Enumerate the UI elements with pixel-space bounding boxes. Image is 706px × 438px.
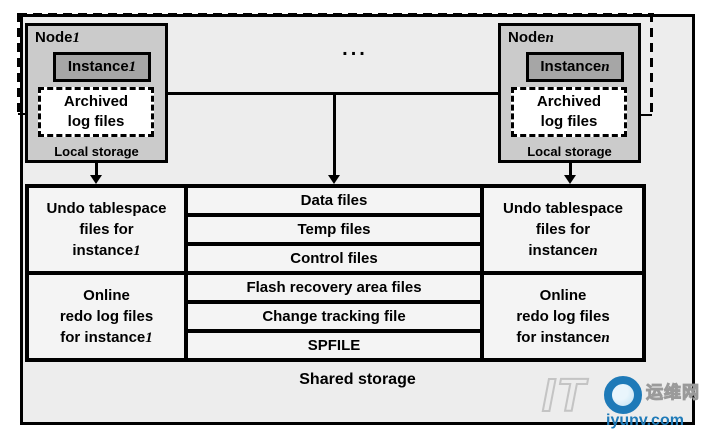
center-connector-line (333, 92, 336, 177)
noden-connector-line (569, 163, 572, 177)
node1-instance-box: Instance1 (53, 52, 151, 82)
arrowhead-center-down (328, 175, 340, 184)
control-files-cell: Control files (188, 246, 480, 271)
dashed-stub-right (634, 114, 652, 116)
flash-recovery-area-files-cell: Flash recovery area files (188, 275, 480, 300)
noden-archived-log-files-box: Archived log files (511, 87, 627, 137)
node1-box: Node1 Instance1 Archived log files Local… (25, 23, 168, 163)
noden-instance-box: Instancen (526, 52, 624, 82)
dashed-connector-top (18, 13, 654, 16)
shared-storage-table: Undo tablespace files for instance1 Data… (25, 184, 646, 362)
online-redo-instancen-cell: Online redo log files for instancen (484, 275, 642, 358)
node1-label: Node1 (35, 29, 80, 46)
noden-local-storage-label: Local storage (527, 144, 612, 159)
data-files-cell: Data files (188, 188, 480, 213)
node1-connector-line (95, 163, 98, 177)
more-nodes-ellipsis: ... (342, 38, 368, 60)
shared-storage-label: Shared storage (299, 371, 416, 388)
undo-tablespace-instance1-cell: Undo tablespace files for instance1 (29, 188, 184, 271)
temp-files-cell: Temp files (188, 217, 480, 242)
dashed-connector-right (650, 13, 653, 117)
arrowhead-noden-down (564, 175, 576, 184)
interconnect-line (167, 92, 498, 95)
watermark: IT 运维网 iyunv.com (540, 366, 706, 438)
online-redo-instance1-cell: Online redo log files for instance1 (29, 275, 184, 358)
dashed-connector-left (17, 13, 20, 114)
noden-box: Noden Instancen Archived log files Local… (498, 23, 641, 163)
node1-archived-log-files-box: Archived log files (38, 87, 154, 137)
watermark-site-url: iyunv.com (606, 412, 684, 429)
spfile-cell: SPFILE (188, 333, 480, 358)
watermark-it-logo: IT (541, 368, 587, 422)
noden-label: Noden (508, 29, 554, 46)
watermark-site-name: 运维网 (646, 383, 700, 403)
node1-local-storage-label: Local storage (54, 144, 139, 159)
arrowhead-node1-down (90, 175, 102, 184)
change-tracking-file-cell: Change tracking file (188, 304, 480, 329)
undo-tablespace-instancen-cell: Undo tablespace files for instancen (484, 188, 642, 271)
watermark-ring-icon (604, 376, 642, 414)
